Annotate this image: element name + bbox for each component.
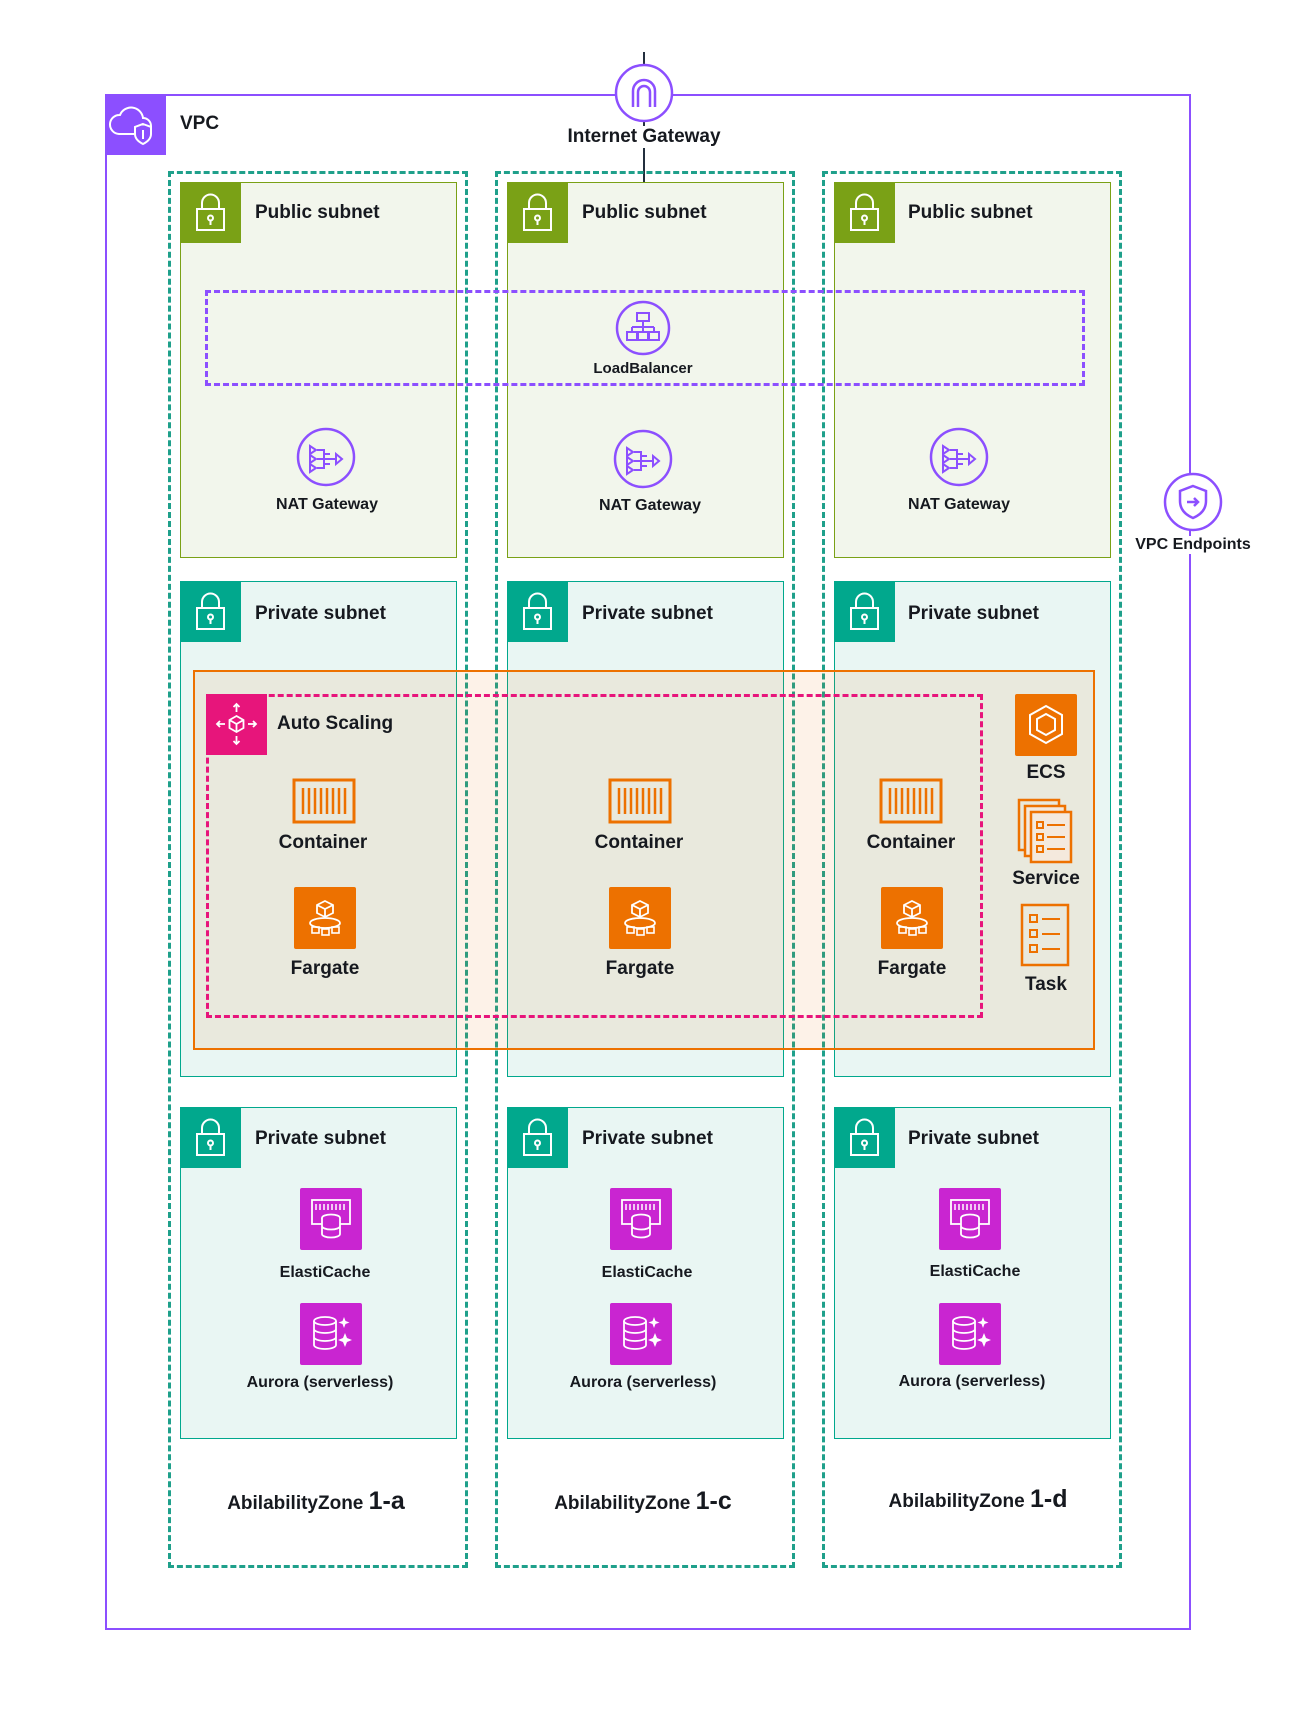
lock-icon [507, 1107, 568, 1168]
private-app-subnet-1a [180, 581, 457, 1077]
lock-icon [834, 581, 895, 642]
fargate-icon[interactable] [294, 887, 356, 949]
ecs-cluster-group [193, 670, 1095, 1050]
fargate-label: Fargate [877, 958, 947, 979]
private-app-subnet-1c [507, 581, 784, 1077]
elasticache-icon[interactable] [610, 1188, 672, 1250]
lock-icon [180, 182, 241, 243]
ecs-service-label: Service [1012, 868, 1080, 889]
auto-scaling-label: Auto Scaling [277, 713, 394, 734]
vpc-endpoints-icon[interactable] [1163, 472, 1223, 532]
nat-gateway-icon[interactable] [296, 427, 356, 487]
fargate-label: Fargate [290, 958, 360, 979]
nat-gateway-icon[interactable] [929, 427, 989, 487]
lock-icon [507, 581, 568, 642]
public-subnet-1c [507, 182, 784, 558]
elasticache-label: ElastiCache [601, 1264, 693, 1281]
private-subnet-label: Private subnet [908, 1128, 1039, 1149]
internet-gateway-icon[interactable] [614, 63, 674, 123]
container-icon[interactable] [879, 778, 943, 824]
private-subnet-label: Private subnet [582, 1128, 713, 1149]
vpc-label: VPC [180, 113, 220, 134]
lock-icon [834, 1107, 895, 1168]
load-balancer-label: LoadBalancer [593, 360, 693, 377]
public-subnet-label: Public subnet [255, 202, 380, 223]
availability-zone-1a [168, 171, 468, 1568]
container-label: Container [594, 832, 684, 853]
auto-scaling-group [206, 694, 983, 1018]
ecs-service-icon[interactable] [1015, 798, 1075, 864]
lock-icon [180, 1107, 241, 1168]
aurora-icon[interactable] [300, 1303, 362, 1365]
lock-icon [180, 581, 241, 642]
private-subnet-label: Private subnet [255, 1128, 386, 1149]
public-subnet-1d [834, 182, 1111, 558]
nat-gateway-label: NAT Gateway [599, 497, 701, 514]
vpc-icon [105, 94, 166, 155]
public-subnet-label: Public subnet [908, 202, 1033, 223]
nat-gateway-label: NAT Gateway [908, 496, 1010, 513]
fargate-icon[interactable] [609, 887, 671, 949]
private-subnet-label: Private subnet [255, 603, 386, 624]
aurora-label: Aurora (serverless) [898, 1373, 1046, 1390]
ecs-task-label: Task [1025, 974, 1067, 995]
aurora-icon[interactable] [939, 1303, 1001, 1365]
availability-zone-label: AbilabilityZone 1-a [227, 1487, 405, 1515]
nat-gateway-icon[interactable] [613, 429, 673, 489]
load-balancer-group [205, 290, 1085, 386]
fargate-label: Fargate [605, 958, 675, 979]
container-label: Container [866, 832, 956, 853]
availability-zone-1c [495, 171, 795, 1568]
ecs-label: ECS [1026, 762, 1066, 783]
private-subnet-label: Private subnet [582, 603, 713, 624]
public-subnet-label: Public subnet [582, 202, 707, 223]
container-icon[interactable] [608, 778, 672, 824]
fargate-icon[interactable] [881, 887, 943, 949]
vpc-endpoints-label: VPC Endpoints [1132, 536, 1254, 554]
availability-zone-label: AbilabilityZone 1-d [888, 1485, 1068, 1513]
load-balancer-icon[interactable] [615, 300, 671, 356]
elasticache-icon[interactable] [939, 1188, 1001, 1250]
aurora-icon[interactable] [610, 1303, 672, 1365]
container-icon[interactable] [292, 778, 356, 824]
auto-scaling-icon [206, 694, 267, 755]
elasticache-icon[interactable] [300, 1188, 362, 1250]
ecs-icon[interactable] [1015, 694, 1077, 756]
ecs-task-icon[interactable] [1020, 903, 1070, 967]
container-label: Container [278, 832, 368, 853]
public-subnet-1a [180, 182, 457, 558]
nat-gateway-label: NAT Gateway [276, 496, 378, 513]
lock-icon [507, 182, 568, 243]
internet-gateway-label: Internet Gateway [567, 126, 721, 148]
aurora-label: Aurora (serverless) [246, 1374, 394, 1391]
aurora-label: Aurora (serverless) [569, 1374, 717, 1391]
lock-icon [834, 182, 895, 243]
availability-zone-1d [822, 171, 1122, 1568]
elasticache-label: ElastiCache [279, 1264, 371, 1281]
elasticache-label: ElastiCache [929, 1263, 1021, 1280]
private-subnet-label: Private subnet [908, 603, 1039, 624]
availability-zone-label: AbilabilityZone 1-c [554, 1487, 732, 1515]
